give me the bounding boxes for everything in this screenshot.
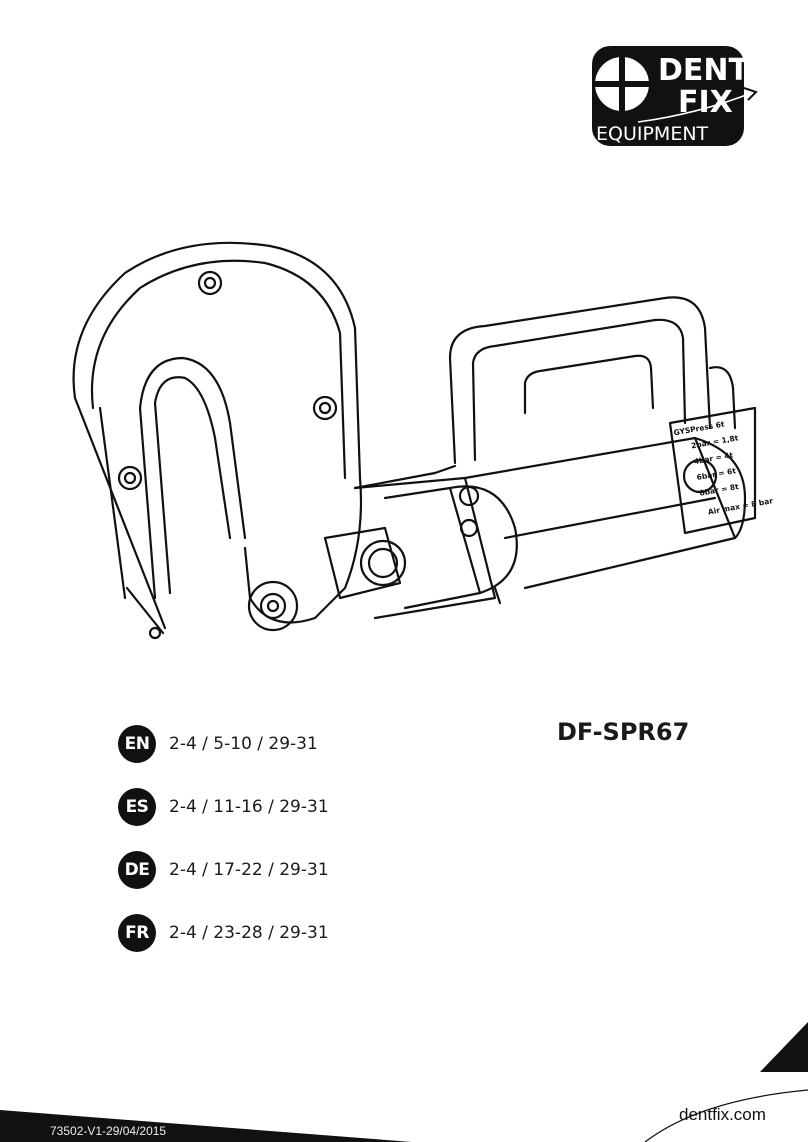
language-pages: 2-4 / 23-28 / 29-31: [169, 923, 329, 943]
model-name: DF-SPR67: [557, 718, 690, 746]
language-badge: ES: [118, 788, 156, 826]
language-pages: 2-4 / 5-10 / 29-31: [169, 734, 318, 754]
language-pages: 2-4 / 17-22 / 29-31: [169, 860, 329, 880]
logo-line3: EQUIPMENT: [596, 123, 709, 145]
press-tool-illustration: GYSPress 6t 2bar = 1,8t 4bar = 4t 6bar =…: [72, 241, 774, 640]
language-row-fr: FR 2-4 / 23-28 / 29-31: [118, 913, 329, 953]
language-pages: 2-4 / 11-16 / 29-31: [169, 797, 329, 817]
language-index: EN 2-4 / 5-10 / 29-31 ES 2-4 / 11-16 / 2…: [118, 724, 329, 976]
language-badge: EN: [118, 725, 156, 763]
language-row-es: ES 2-4 / 11-16 / 29-31: [118, 787, 329, 827]
logo-line1: DENT: [658, 53, 750, 88]
tool-label-p2: 4bar = 4t: [693, 450, 734, 466]
language-row-de: DE 2-4 / 17-22 / 29-31: [118, 850, 329, 890]
language-badge: FR: [118, 914, 156, 952]
tool-label-airmax: Air max = 8 bar: [707, 496, 774, 516]
language-badge: DE: [118, 851, 156, 889]
tool-label-p4: 8bar = 8t: [699, 482, 740, 498]
website-link[interactable]: dentfix.com: [679, 1105, 766, 1124]
dentfix-logo: DENT FIX EQUIPMENT: [592, 46, 758, 146]
tool-label-p1: 2bar = 1,8t: [690, 433, 739, 450]
language-row-en: EN 2-4 / 5-10 / 29-31: [118, 724, 329, 764]
document-reference: 73502-V1-29/04/2015: [50, 1124, 167, 1138]
